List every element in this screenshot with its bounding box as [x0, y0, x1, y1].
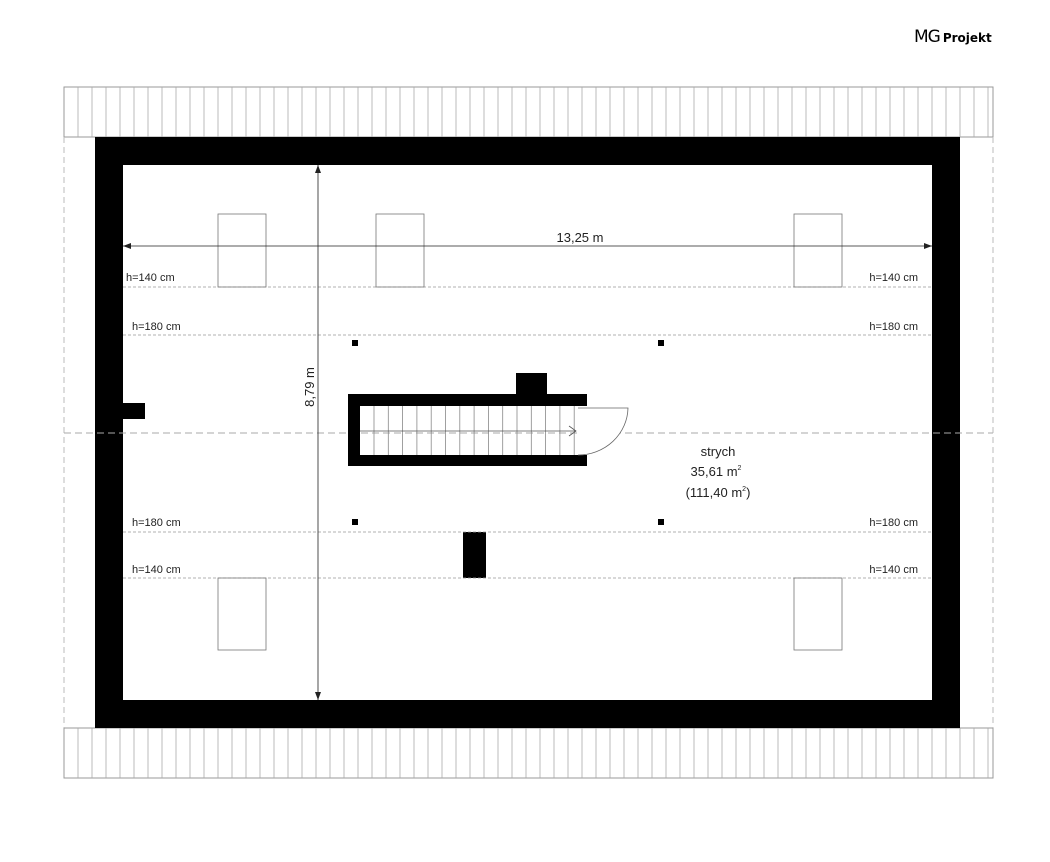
attic-door: [577, 407, 629, 456]
height-label: h=180 cm: [132, 321, 181, 333]
skylight: [217, 213, 267, 288]
height-label: h=140 cm: [869, 272, 918, 284]
post: [352, 519, 358, 525]
skylight: [217, 577, 267, 651]
wall-stub: [123, 403, 145, 419]
stair-direction-arrow-icon: [568, 425, 577, 437]
post: [352, 340, 358, 346]
chimney-upper: [516, 373, 547, 395]
logo-suffix: Projekt: [942, 31, 992, 45]
height-label: h=140 cm: [132, 564, 181, 576]
staircase: [348, 373, 629, 466]
skylight: [375, 213, 425, 288]
room-area: 35,61 m2: [691, 464, 742, 479]
room-area-total: (111,40 m2): [686, 485, 751, 500]
height-label: h=180 cm: [869, 321, 918, 333]
skylight: [793, 213, 843, 288]
chimney-lower: [463, 532, 486, 578]
height-label: h=180 cm: [132, 517, 181, 529]
post: [658, 519, 664, 525]
height-label: h=140 cm: [126, 272, 175, 284]
roof-eave-top: [63, 86, 994, 138]
roof-eave-bottom: [63, 727, 994, 779]
width-dimension-label: 13,25 m: [557, 230, 604, 245]
depth-dimension-label: 8,79 m: [302, 367, 317, 407]
logo-brand: MG: [914, 27, 941, 47]
post: [658, 340, 664, 346]
room-name: strych: [701, 444, 736, 459]
height-label: h=140 cm: [869, 564, 918, 576]
skylight: [793, 577, 843, 651]
height-label: h=180 cm: [869, 517, 918, 529]
